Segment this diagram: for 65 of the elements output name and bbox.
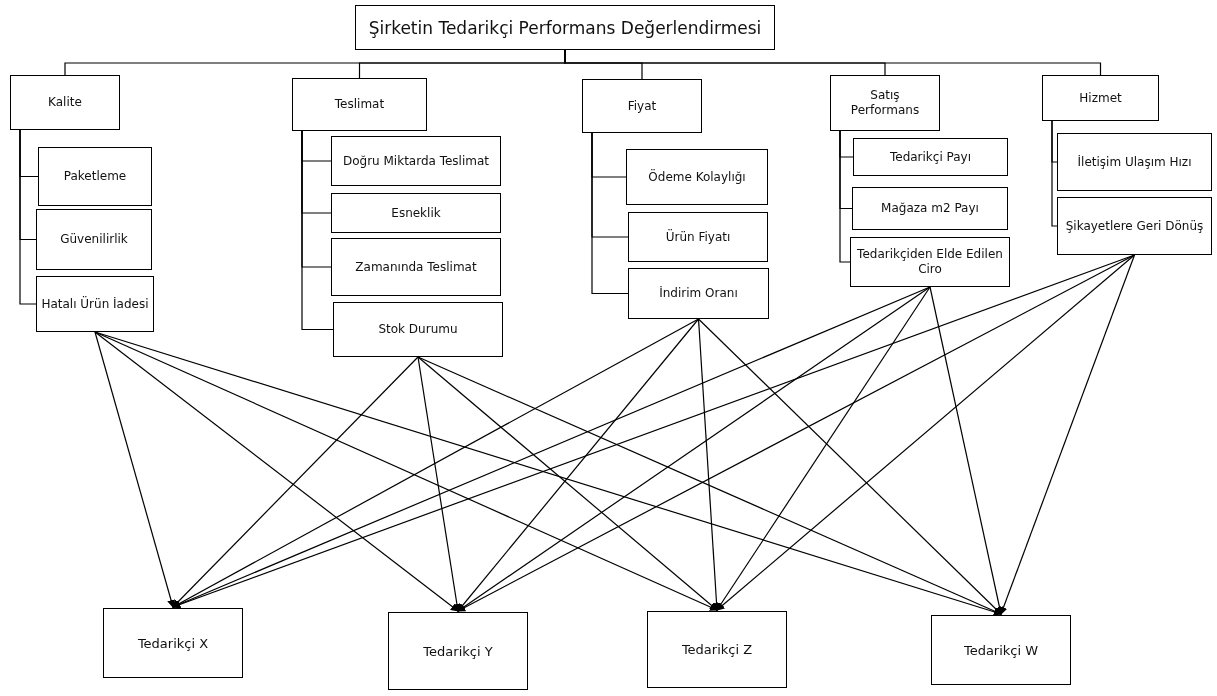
box-label: Mağaza m2 Payı bbox=[881, 201, 979, 216]
arrow bbox=[172, 356, 419, 608]
box-label: Ürün Fiyatı bbox=[665, 229, 731, 245]
arrow bbox=[94, 331, 175, 608]
connector-line bbox=[1051, 120, 1058, 227]
arrow bbox=[417, 356, 718, 611]
subcriterion-box bbox=[1057, 133, 1212, 191]
box-label: Güvenilirlik bbox=[60, 232, 128, 247]
criterion-box bbox=[10, 75, 120, 130]
connector-line bbox=[591, 132, 629, 295]
box-label: Paketleme bbox=[63, 169, 127, 184]
arrow bbox=[999, 254, 1136, 615]
supplier-box bbox=[103, 608, 243, 678]
arrow bbox=[94, 331, 718, 611]
arrow bbox=[929, 286, 1004, 615]
subcriterion-box bbox=[331, 193, 501, 233]
box-label: Zamanında Teslimat bbox=[355, 259, 477, 275]
subcriterion-box bbox=[38, 147, 152, 206]
box-label: Tedarikçi W bbox=[963, 642, 1039, 658]
subcriterion-box bbox=[36, 276, 154, 332]
subcriterion-box bbox=[626, 149, 768, 205]
subcriterion-box bbox=[333, 302, 503, 357]
box-label: Ödeme Kolaylığı bbox=[648, 169, 746, 185]
subcriterion-box bbox=[36, 209, 152, 270]
arrow bbox=[716, 254, 1136, 611]
box-label: Satış Performans bbox=[849, 88, 921, 118]
subcriterion-box bbox=[850, 237, 1010, 287]
supplier-box bbox=[388, 612, 528, 690]
arrow bbox=[94, 331, 459, 612]
box-label: Fiyat bbox=[627, 98, 657, 114]
box-label: Doğru Miktarda Teslimat bbox=[342, 153, 490, 169]
box-label: İletişim Ulaşım Hızı bbox=[1077, 154, 1192, 170]
supplier-box bbox=[931, 615, 1071, 685]
box-label: Şirketin Tedarikçi Performans Değerlendirmesi bbox=[368, 17, 762, 38]
box-label: Esneklik bbox=[391, 205, 441, 221]
title-box bbox=[355, 5, 775, 50]
subcriterion-box bbox=[628, 268, 769, 319]
box-label: Kalite bbox=[48, 95, 82, 110]
subcriterion-box bbox=[1057, 197, 1212, 255]
supplier-box bbox=[647, 611, 787, 688]
box-label: İndirim Oranı bbox=[659, 286, 738, 301]
subcriterion-box bbox=[331, 238, 501, 296]
arrow bbox=[417, 356, 461, 612]
box-label: Hatalı Ürün İadesi bbox=[41, 296, 149, 312]
box-label: Tedarikçiden Elde Edilen Ciro bbox=[856, 247, 1004, 277]
box-label: Şikayetlere Geri Dönüş bbox=[1065, 218, 1204, 234]
box-label: Tedarikçi Y bbox=[423, 643, 493, 659]
criterion-box bbox=[292, 78, 427, 131]
box-label: Stok Durumu bbox=[378, 322, 458, 337]
subcriterion-box bbox=[852, 187, 1008, 230]
box-label: Teslimat bbox=[334, 97, 385, 112]
criterion-box bbox=[830, 75, 940, 131]
box-label: Hizmet bbox=[1079, 90, 1122, 106]
subcriterion-box bbox=[853, 138, 1008, 176]
criterion-box bbox=[582, 79, 702, 133]
box-label: Tedarikçi Payı bbox=[889, 149, 972, 165]
connector-line bbox=[19, 129, 37, 305]
connector-line bbox=[839, 130, 851, 263]
box-label: Tedarikçi X bbox=[137, 635, 209, 651]
connector-line bbox=[301, 130, 334, 331]
subcriterion-box bbox=[628, 212, 768, 262]
box-label: Tedarikçi Z bbox=[681, 642, 753, 657]
criterion-box bbox=[1042, 75, 1159, 121]
arrow bbox=[457, 318, 700, 612]
subcriterion-box bbox=[331, 136, 501, 186]
